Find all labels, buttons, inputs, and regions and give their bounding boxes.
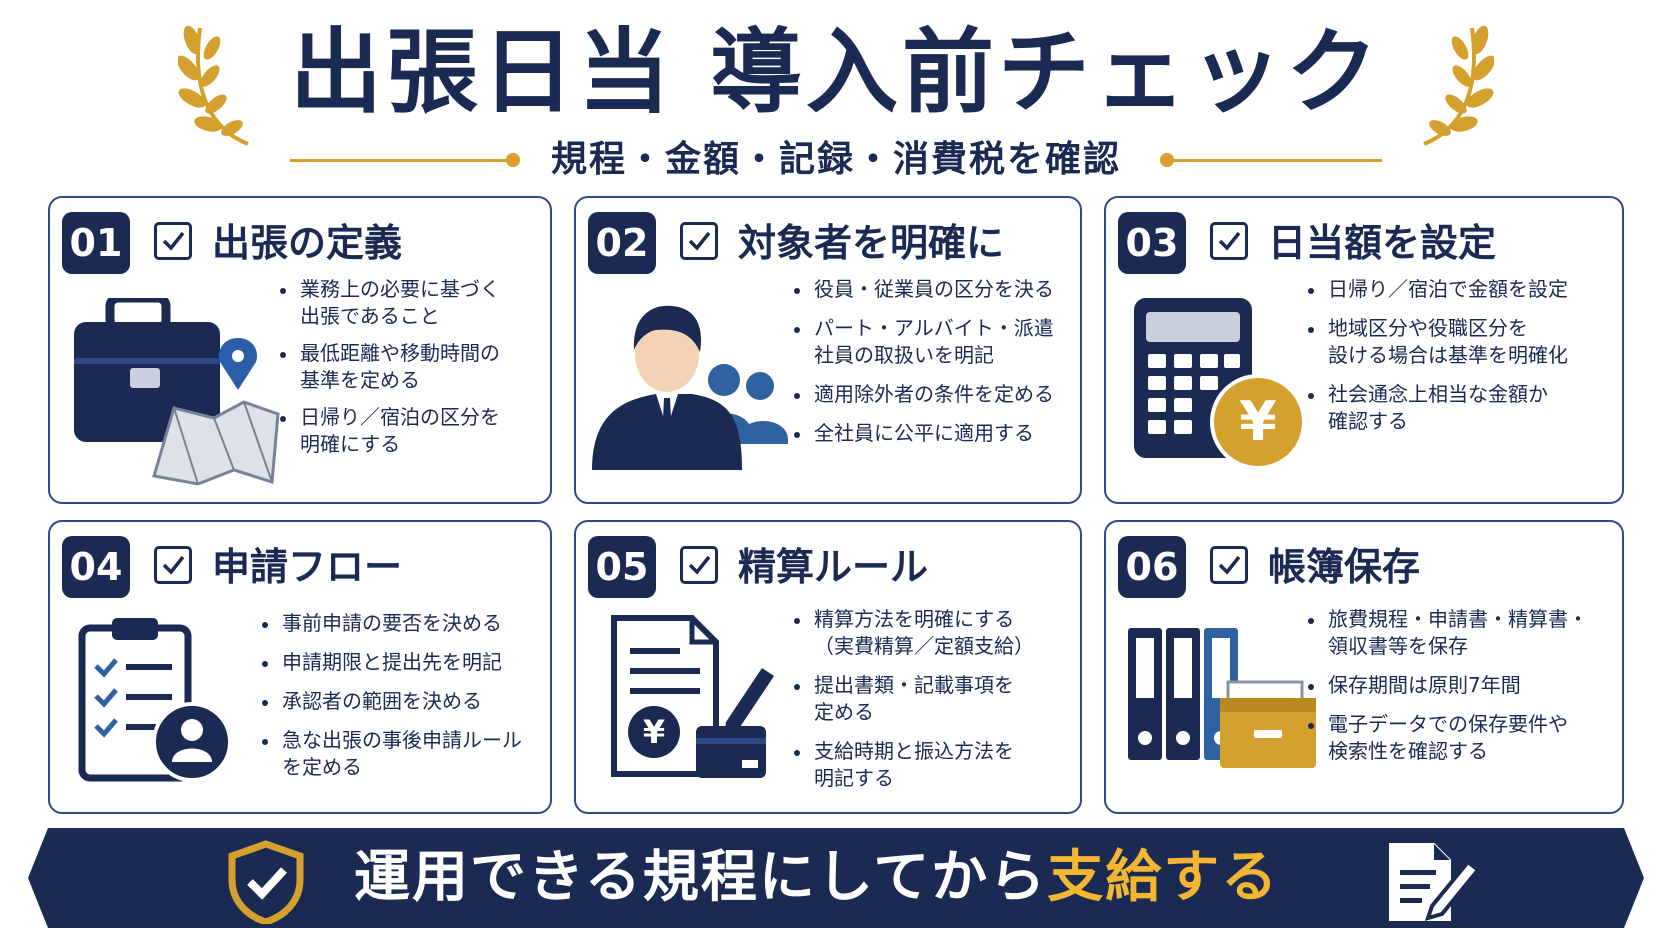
subtitle-dot-left	[506, 153, 520, 167]
card-03-allowance-amount: 03 日当額を設定 ¥ 日帰り／宿泊で金額を設定 地域区分や役職区分を 設ける場…	[1104, 196, 1624, 504]
list-item: 申請期限と提出先を明記	[260, 649, 522, 676]
list-item: 適用除外者の条件を定める	[792, 381, 1054, 408]
list-item: 支給時期と振込方法を 明記する	[792, 738, 1034, 792]
checkbox-icon	[154, 546, 192, 584]
bottom-banner	[28, 828, 1644, 928]
list-item: 役員・従業員の区分を決る	[792, 276, 1054, 303]
banner-text-main: 運用できる規程にしてから	[354, 845, 1048, 910]
document-pen-icon: ¥	[610, 614, 780, 794]
banner-message: 運用できる規程にしてから支給する	[354, 832, 1279, 924]
subtitle-divider-right	[1170, 159, 1382, 162]
card-05-bullet-list: 精算方法を明確にする （実費精算／定額支給） 提出書類・記載事項を 定める 支給…	[792, 606, 1034, 792]
briefcase-icon	[74, 298, 280, 486]
list-item: 日帰り／宿泊で金額を設定	[1306, 276, 1568, 303]
calculator-icon: ¥	[1134, 298, 1334, 478]
yen-symbol: ¥	[1239, 390, 1277, 453]
checkbox-icon	[680, 222, 718, 260]
list-item: 提出書類・記載事項を 定める	[792, 672, 1034, 726]
list-item: 事前申請の要否を決める	[260, 610, 522, 637]
list-item: 急な出張の事後申請ルール を定める	[260, 727, 522, 781]
list-item: 地域区分や役職区分を 設ける場合は基準を明確化	[1306, 315, 1568, 369]
card-02-eligible-persons: 02 対象者を明確に 役員・従業員の区分を決る パート・アルバイト・派遣 社員の…	[574, 196, 1082, 504]
card-title: 精算ルール	[738, 545, 929, 589]
card-number: 01	[62, 212, 130, 274]
card-number: 04	[62, 536, 130, 598]
list-item: 業務上の必要に基づく 出張であること	[278, 276, 500, 330]
list-item: パート・アルバイト・派遣 社員の取扱いを明記	[792, 315, 1054, 369]
list-item: 承認者の範囲を決める	[260, 688, 522, 715]
checkbox-icon	[1210, 222, 1248, 260]
card-01-travel-definition: 01 出張の定義 業務上の必要に基づく 出張であること 最低距離や移動時間の 基…	[48, 196, 552, 504]
checkbox-icon	[1210, 546, 1248, 584]
card-number: 06	[1118, 536, 1186, 598]
card-05-settlement-rules: 05 精算ルール ¥ 精算方法を明確にする （実費精算／定額支給） 提出書類・記…	[574, 520, 1082, 814]
business-person-icon	[592, 305, 788, 470]
card-04-bullet-list: 事前申請の要否を決める 申請期限と提出先を明記 承認者の範囲を決める 急な出張の…	[260, 610, 522, 781]
banner-text-accent: 支給する	[1047, 845, 1280, 910]
laurel-right-icon	[1423, 25, 1494, 146]
card-title: 日当額を設定	[1268, 221, 1497, 265]
card-title: 帳簿保存	[1268, 545, 1421, 589]
card-title: 対象者を明確に	[738, 221, 1005, 265]
card-number: 05	[588, 536, 656, 598]
card-number: 02	[588, 212, 656, 274]
yen-symbol: ¥	[642, 713, 666, 751]
page-subtitle: 規程・金額・記録・消費税を確認	[550, 139, 1121, 180]
list-item: 日帰り／宿泊の区分を 明確にする	[278, 404, 500, 458]
list-item: 社会通念上相当な金額か 確認する	[1306, 381, 1568, 435]
list-item: 精算方法を明確にする （実費精算／定額支給）	[792, 606, 1034, 660]
laurel-left-icon	[178, 25, 249, 146]
document-edit-icon	[1389, 843, 1481, 921]
card-06-bullet-list: 旅費規程・申請書・精算書・ 領収書等を保存 保存期間は原則7年間 電子データでの…	[1306, 606, 1588, 765]
card-03-bullet-list: 日帰り／宿泊で金額を設定 地域区分や役職区分を 設ける場合は基準を明確化 社会通…	[1306, 276, 1568, 435]
subtitle-row: 規程・金額・記録・消費税を確認	[0, 138, 1672, 182]
page-title: 出張日当 導入前チェック	[289, 19, 1383, 126]
clipboard-icon	[78, 618, 232, 782]
card-02-bullet-list: 役員・従業員の区分を決る パート・アルバイト・派遣 社員の取扱いを明記 適用除外…	[792, 276, 1054, 447]
card-title: 出張の定義	[212, 221, 403, 265]
list-item: 旅費規程・申請書・精算書・ 領収書等を保存	[1306, 606, 1588, 660]
card-number: 03	[1118, 212, 1186, 274]
list-item: 保存期間は原則7年間	[1306, 672, 1588, 699]
list-item: 全社員に公平に適用する	[792, 420, 1054, 447]
subtitle-dot-right	[1160, 153, 1174, 167]
card-06-record-keeping: 06 帳簿保存 旅費規程・申請書・精算書・ 領収書等を保存 保存期間は原則7年間…	[1104, 520, 1624, 814]
checkbox-icon	[680, 546, 718, 584]
card-04-application-flow: 04 申請フロー 事前申請の要否を決める 申請期限と提出先を明記 承認者の範囲を…	[48, 520, 552, 814]
list-item: 最低距離や移動時間の 基準を定める	[278, 340, 500, 394]
binders-icon	[1128, 628, 1316, 768]
card-title: 申請フロー	[212, 545, 403, 589]
shield-check-icon	[228, 840, 304, 924]
list-item: 電子データでの保存要件や 検索性を確認する	[1306, 711, 1588, 765]
subtitle-divider-left	[290, 159, 510, 162]
card-01-bullet-list: 業務上の必要に基づく 出張であること 最低距離や移動時間の 基準を定める 日帰り…	[278, 276, 500, 458]
checkbox-icon	[154, 222, 192, 260]
